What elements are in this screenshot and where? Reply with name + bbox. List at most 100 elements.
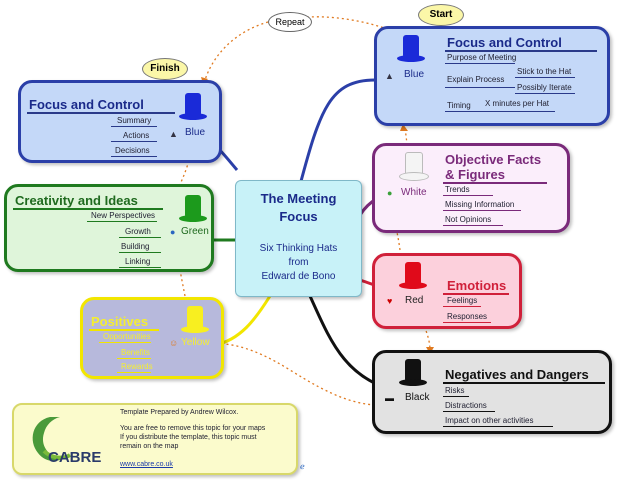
green-item-growth[interactable]: Growth (125, 227, 151, 236)
divider (443, 411, 495, 412)
white-item-trends[interactable]: Trends (445, 185, 470, 194)
blue-right-item-purpose[interactable]: Purpose of Meeting (447, 53, 517, 62)
red-hat-label: Red (405, 295, 424, 306)
blue-right-item-timing[interactable]: Timing (447, 101, 471, 110)
small-hat-icon: ▬ (385, 393, 394, 403)
green-hat-icon (179, 195, 207, 223)
divider (445, 111, 555, 112)
divider (119, 237, 161, 238)
green-item-new-perspectives[interactable]: New Perspectives (91, 211, 156, 220)
central-subtitle-line1: Six Thinking Hats (259, 243, 338, 254)
ie-link-icon[interactable]: ℯ (300, 462, 305, 471)
black-hat-label: Black (405, 392, 430, 403)
yellow-hat-topic[interactable]: Positives ☺ Yellow Opportunities Benefit… (80, 297, 224, 379)
central-topic[interactable]: The Meeting Focus Six Thinking Hats from… (235, 180, 362, 297)
leaf-icon: ● (387, 188, 393, 198)
divider (111, 126, 157, 127)
black-item-risks[interactable]: Risks (445, 386, 465, 395)
globe-icon: ● (170, 227, 176, 237)
blue-right-title-underline (445, 50, 597, 52)
divider (119, 252, 161, 253)
divider (111, 141, 157, 142)
red-hat-icon (399, 262, 427, 290)
blue-right-title: Focus and Control (447, 35, 562, 50)
divider (445, 87, 515, 88)
blue-hat-finish-topic[interactable]: Focus and Control ▲ Blue Summary Actions… (18, 80, 222, 163)
blue-right-sub-minutes[interactable]: X minutes per Hat (485, 99, 550, 108)
yellow-item-benefits[interactable]: Benefits (121, 348, 150, 357)
divider (443, 182, 547, 184)
divider (117, 372, 151, 373)
red-hat-topic[interactable]: ♥ Red Emotions Feelings Responses (372, 253, 522, 329)
divider (443, 195, 493, 196)
black-hat-icon (399, 359, 427, 387)
note-line3: If you distribute the template, this top… (120, 434, 257, 441)
divider (27, 112, 175, 114)
note-url-link[interactable]: www.cabre.co.uk (120, 461, 173, 468)
divider (443, 293, 509, 295)
divider (99, 342, 151, 343)
divider (443, 382, 605, 384)
green-item-linking[interactable]: Linking (125, 257, 151, 266)
central-subtitle-line2: from (288, 257, 309, 268)
smiley-icon: ☺ (169, 338, 179, 348)
white-title-line1: Objective Facts (445, 152, 542, 167)
black-hat-topic[interactable]: ▬ Black Negatives and Dangers Risks Dist… (372, 350, 612, 434)
blue-right-item-explain[interactable]: Explain Process (447, 75, 505, 84)
note-line1: Template Prepared by Andrew Wilcox. (120, 409, 239, 416)
divider (515, 93, 575, 94)
divider (445, 63, 515, 64)
blue-left-title: Focus and Control (29, 97, 144, 112)
divider (89, 329, 159, 331)
divider (443, 210, 521, 211)
heart-icon: ♥ (387, 296, 393, 306)
blue-small-icon: ▲ (169, 129, 178, 139)
divider (443, 396, 469, 397)
divider (119, 267, 161, 268)
black-item-impact[interactable]: Impact on other activities (445, 416, 534, 425)
white-hat-topic[interactable]: ● White Objective Facts & Figures Trends… (372, 143, 570, 233)
green-hat-label: Green (181, 226, 209, 237)
divider (443, 322, 491, 323)
white-title-line2: & Figures (445, 167, 505, 182)
divider (443, 225, 503, 226)
white-hat-label: White (401, 187, 427, 198)
central-subtitle-line3: Edward de Bono (261, 271, 336, 282)
central-title-line2: Focus (279, 209, 318, 224)
central-title-line1: The Meeting (260, 191, 337, 206)
black-title: Negatives and Dangers (445, 367, 589, 382)
blue-right-sub-stick[interactable]: Stick to the Hat (517, 67, 572, 76)
blue-left-item-decisions[interactable]: Decisions (115, 146, 150, 155)
blue-right-sub-iterate[interactable]: Possibly Iterate (517, 83, 572, 92)
blue-hat-start-topic[interactable]: ▲ Blue Focus and Control Purpose of Meet… (374, 26, 610, 126)
blue-hat-label: Blue (404, 69, 425, 80)
cabre-logo: CABRE (22, 411, 112, 471)
blue-left-item-summary[interactable]: Summary (117, 116, 152, 125)
yellow-item-opportunities[interactable]: Opportunities (103, 332, 151, 341)
black-item-distractions[interactable]: Distractions (445, 401, 487, 410)
finish-callout: Finish (142, 58, 188, 80)
yellow-hat-label: Yellow (181, 337, 210, 348)
white-item-missing-info[interactable]: Missing Information (445, 200, 515, 209)
yellow-hat-icon (181, 306, 209, 334)
white-item-not-opinions[interactable]: Not Opinions (445, 215, 492, 224)
blue-hat-label: Blue (185, 127, 206, 138)
cabre-note-topic[interactable]: CABRE Template Prepared by Andrew Wilcox… (12, 403, 298, 475)
divider (515, 77, 575, 78)
blue-left-item-actions[interactable]: Actions (123, 131, 150, 140)
yellow-title: Positives (91, 314, 149, 329)
blue-hat-icon (397, 35, 425, 63)
yellow-item-rewards[interactable]: Rewards (121, 362, 153, 371)
white-hat-icon (399, 152, 429, 181)
divider (13, 208, 163, 210)
cabre-logo-text: CABRE (48, 449, 102, 466)
blue-hat-icon (179, 93, 207, 121)
red-item-responses[interactable]: Responses (447, 312, 488, 321)
red-item-feelings[interactable]: Feelings (447, 296, 478, 305)
green-hat-topic[interactable]: Creativity and Ideas ● Green New Perspec… (4, 184, 214, 272)
green-title: Creativity and Ideas (15, 193, 138, 208)
repeat-callout: Repeat (268, 12, 312, 32)
note-line4: remain on the map (120, 443, 179, 450)
divider (87, 221, 157, 222)
green-item-building[interactable]: Building (121, 242, 150, 251)
